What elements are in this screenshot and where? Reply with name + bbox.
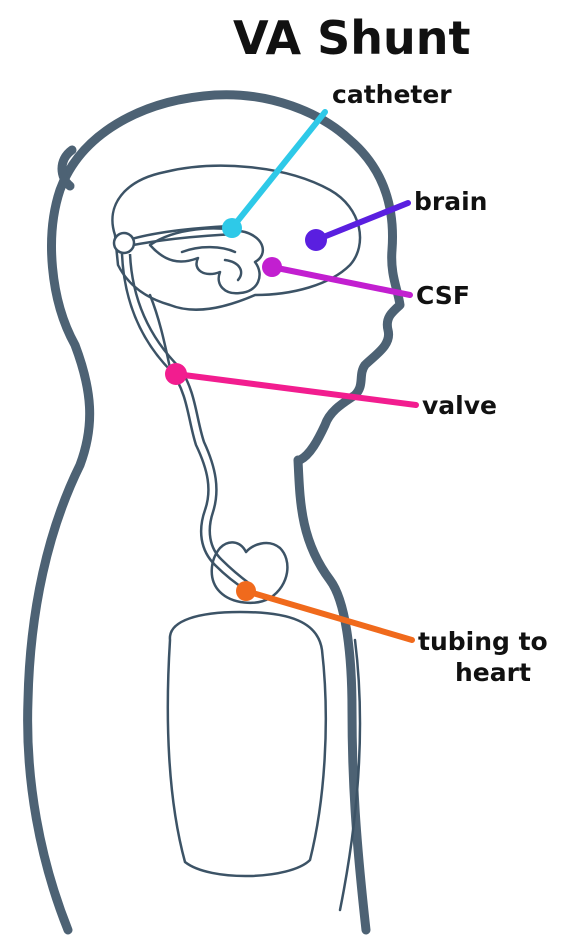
shunt-system — [114, 226, 250, 590]
tubing-label-line1: tubing to — [418, 627, 548, 656]
tubing-leader-line — [246, 591, 412, 640]
callout-csf: CSF — [262, 257, 470, 310]
brain-dot — [305, 229, 327, 251]
ribcage-outline — [168, 612, 326, 876]
ventricle-outer — [150, 228, 263, 293]
ventricle-loop — [225, 260, 241, 280]
brain-label: brain — [414, 187, 487, 216]
csf-label: CSF — [416, 281, 470, 310]
catheter-label: catheter — [332, 80, 452, 109]
catheter-dot — [222, 218, 242, 238]
valve-label: valve — [422, 391, 497, 420]
ventricle-inner — [182, 247, 235, 252]
tubing-dot — [236, 581, 256, 601]
shunt-reservoir — [114, 233, 134, 253]
catheter-leader-line — [232, 112, 325, 228]
front-torso-outline — [298, 460, 366, 930]
csf-dot — [262, 257, 282, 277]
valve-dot — [165, 363, 187, 385]
valve-leader-line — [176, 374, 416, 405]
callout-tubing: tubing to heart — [236, 581, 548, 687]
tubing-label-line2: heart — [455, 658, 531, 687]
diagram-title: VA Shunt — [233, 11, 470, 65]
